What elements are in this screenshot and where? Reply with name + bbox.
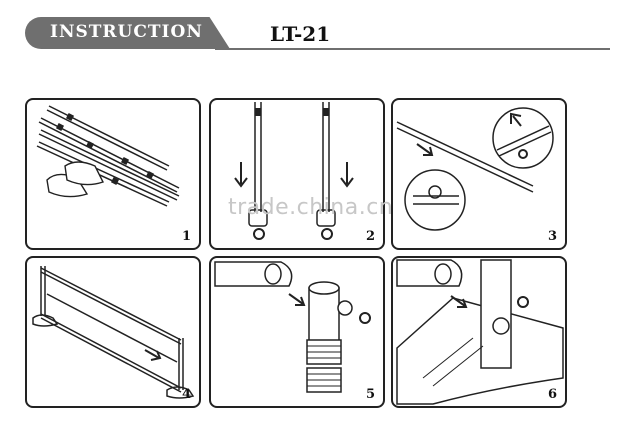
step-panel-6: 6 xyxy=(391,256,567,408)
step-panel-4: 4 xyxy=(25,256,201,408)
step-5-illustration xyxy=(214,261,371,393)
step-4-illustration xyxy=(32,266,195,399)
step-panel-2: 2 xyxy=(209,98,385,250)
step-3-illustration xyxy=(396,107,554,231)
step-6-illustration xyxy=(396,259,564,405)
model-code: LT-21 xyxy=(270,22,331,46)
step-2-illustration xyxy=(234,102,354,240)
step-number: 6 xyxy=(547,387,557,402)
header-tab xyxy=(25,17,230,49)
step-number: 4 xyxy=(181,387,191,402)
step-panel-3: 3 xyxy=(391,98,567,250)
header-rule xyxy=(215,48,610,50)
step-number: 1 xyxy=(181,229,191,244)
watermark-text: trade.china.cn xyxy=(228,195,394,220)
step-number: 3 xyxy=(547,229,557,244)
step-number: 5 xyxy=(365,387,375,402)
step-number: 2 xyxy=(365,229,375,244)
step-panel-5: 5 xyxy=(209,256,385,408)
step-1-illustration xyxy=(36,105,180,207)
step-panel-1: 1 xyxy=(25,98,201,250)
header-title: INSTRUCTION xyxy=(50,22,203,42)
